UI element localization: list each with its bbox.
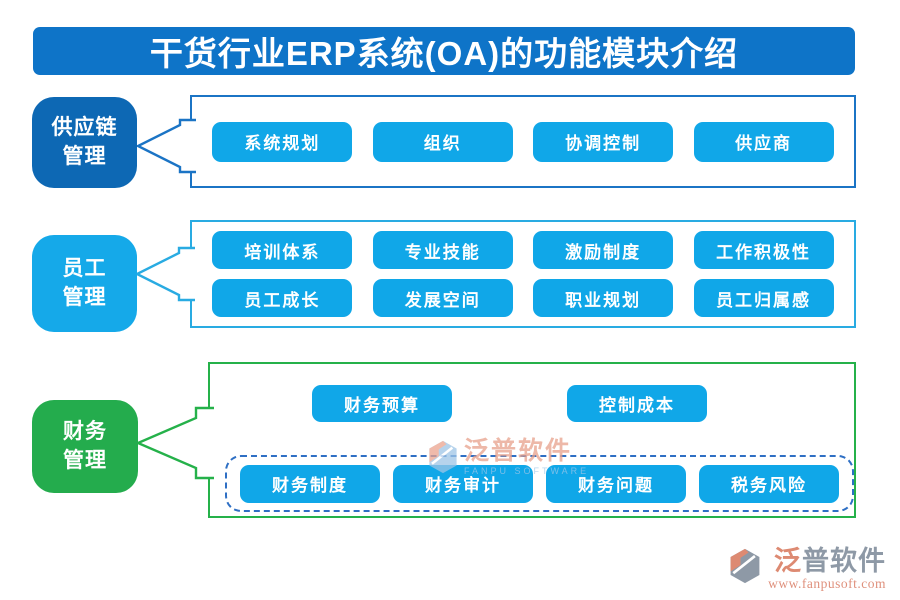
section-label-line: 员工 bbox=[62, 257, 107, 281]
section-label-supply-chain: 供应链 管理 bbox=[32, 97, 137, 188]
module-chip: 员工归属感 bbox=[693, 279, 834, 317]
footer-logo: 泛普软件 www.fanpusoft.com bbox=[727, 545, 886, 592]
section-label-line: 供应链 bbox=[51, 116, 118, 140]
module-chip: 财务审计 bbox=[393, 464, 533, 503]
module-chip: 协调控制 bbox=[533, 121, 674, 162]
left-arrow-icon bbox=[134, 246, 195, 302]
panel-supply-chain: 系统规划 组织 协调控制 供应商 bbox=[190, 95, 856, 188]
module-chip: 工作积极性 bbox=[693, 231, 834, 269]
left-arrow-icon bbox=[134, 406, 214, 480]
section-label-line: 财务 bbox=[63, 420, 107, 444]
section-label-line: 管理 bbox=[62, 144, 107, 168]
module-chip: 财务预算 bbox=[312, 385, 452, 422]
module-chip: 财务问题 bbox=[546, 464, 686, 503]
module-chip: 系统规划 bbox=[212, 121, 353, 162]
finance-dashed-group: 财务制度 财务审计 财务问题 税务风险 bbox=[225, 455, 854, 512]
module-chip: 发展空间 bbox=[372, 279, 513, 317]
module-chip: 控制成本 bbox=[567, 385, 707, 422]
footer-url: www.fanpusoft.com bbox=[768, 576, 886, 591]
title-bar: 干货行业ERP系统(OA)的功能模块介绍 bbox=[33, 27, 855, 75]
page-title: 干货行业ERP系统(OA)的功能模块介绍 bbox=[149, 35, 739, 72]
left-arrow-icon bbox=[135, 118, 196, 174]
section-label-line: 管理 bbox=[62, 285, 107, 309]
module-chip: 专业技能 bbox=[372, 231, 513, 269]
module-chip: 职业规划 bbox=[533, 279, 674, 317]
chip-row: 员工成长 发展空间 职业规划 员工归属感 bbox=[192, 279, 854, 317]
footer-logo-text: 泛普软件 www.fanpusoft.com bbox=[768, 545, 886, 592]
module-chip: 激励制度 bbox=[533, 231, 674, 269]
footer-brand-rest: 普软件 bbox=[802, 545, 886, 576]
section-label-finance: 财务 管理 bbox=[32, 400, 138, 493]
fanpu-logo-icon bbox=[730, 548, 760, 583]
panel-employee: 培训体系 专业技能 激励制度 工作积极性 员工成长 发展空间 职业规划 员工归属… bbox=[190, 220, 856, 328]
module-chip: 税务风险 bbox=[699, 464, 839, 503]
section-label-line: 管理 bbox=[63, 448, 107, 472]
module-chip: 培训体系 bbox=[212, 231, 353, 269]
panel-finance: 财务预算 控制成本 财务制度 财务审计 财务问题 税务风险 bbox=[208, 362, 856, 518]
module-chip: 组织 bbox=[372, 121, 513, 162]
section-label-employee: 员工 管理 bbox=[32, 235, 137, 332]
footer-brand: 泛普软件 bbox=[774, 545, 886, 576]
module-chip: 供应商 bbox=[693, 121, 834, 162]
chip-row: 培训体系 专业技能 激励制度 工作积极性 bbox=[192, 231, 854, 269]
module-chip: 员工成长 bbox=[212, 279, 353, 317]
footer-brand-accent: 泛 bbox=[774, 545, 802, 576]
module-chip: 财务制度 bbox=[240, 464, 380, 503]
